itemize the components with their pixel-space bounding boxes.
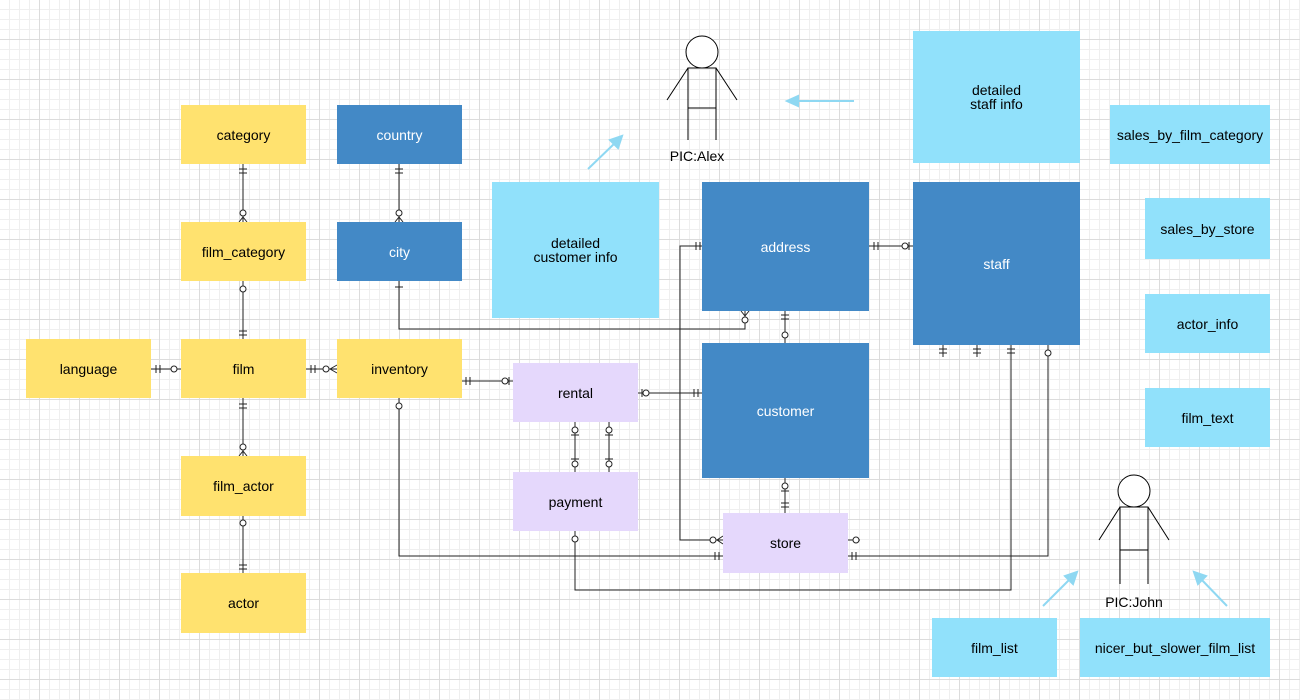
entity-film[interactable]: film bbox=[181, 339, 306, 398]
entity-film-category[interactable]: film_category bbox=[181, 222, 306, 281]
view-film-text[interactable]: film_text bbox=[1145, 388, 1270, 447]
view-sales-by-film-category[interactable]: sales_by_film_category bbox=[1110, 105, 1270, 164]
entity-language[interactable]: language bbox=[26, 339, 151, 398]
actor-john-figure bbox=[1098, 474, 1170, 584]
entity-category[interactable]: category bbox=[181, 105, 306, 164]
view-actor-info[interactable]: actor_info bbox=[1145, 294, 1270, 353]
view-detailed-customer-info[interactable]: detailed customer info bbox=[492, 182, 659, 318]
connector-payment-staff bbox=[574, 345, 1012, 591]
connector-inventory-store bbox=[398, 398, 723, 557]
view-nicer-but-slower-film-list[interactable]: nicer_but_slower_film_list bbox=[1080, 618, 1270, 677]
entity-store[interactable]: store bbox=[723, 513, 848, 573]
view-sales-by-store[interactable]: sales_by_store bbox=[1145, 198, 1270, 259]
entity-staff[interactable]: staff bbox=[913, 182, 1080, 345]
arrow-film-list-to-john bbox=[1042, 577, 1072, 607]
actor-alex-label: PIC:Alex bbox=[669, 148, 725, 164]
entity-country[interactable]: country bbox=[337, 105, 462, 164]
arrow-nicer-list-to-john bbox=[1199, 577, 1228, 607]
connector-address-store bbox=[679, 245, 723, 541]
entity-actor[interactable]: actor bbox=[181, 573, 306, 633]
entity-inventory[interactable]: inventory bbox=[337, 339, 462, 398]
actor-john-label: PIC:John bbox=[1105, 594, 1163, 610]
entity-film-actor[interactable]: film_actor bbox=[181, 456, 306, 516]
entity-city[interactable]: city bbox=[337, 222, 462, 281]
entity-customer[interactable]: customer bbox=[702, 343, 869, 478]
entity-rental[interactable]: rental bbox=[513, 363, 638, 422]
view-detailed-staff-info[interactable]: detailed staff info bbox=[913, 31, 1080, 163]
actor-alex-figure bbox=[666, 35, 738, 140]
arrow-customer-info-to-alex bbox=[587, 141, 617, 170]
connector-store-staff bbox=[848, 345, 1049, 557]
view-film-list[interactable]: film_list bbox=[932, 618, 1057, 677]
entity-payment[interactable]: payment bbox=[513, 472, 638, 531]
entity-address[interactable]: address bbox=[702, 182, 869, 311]
